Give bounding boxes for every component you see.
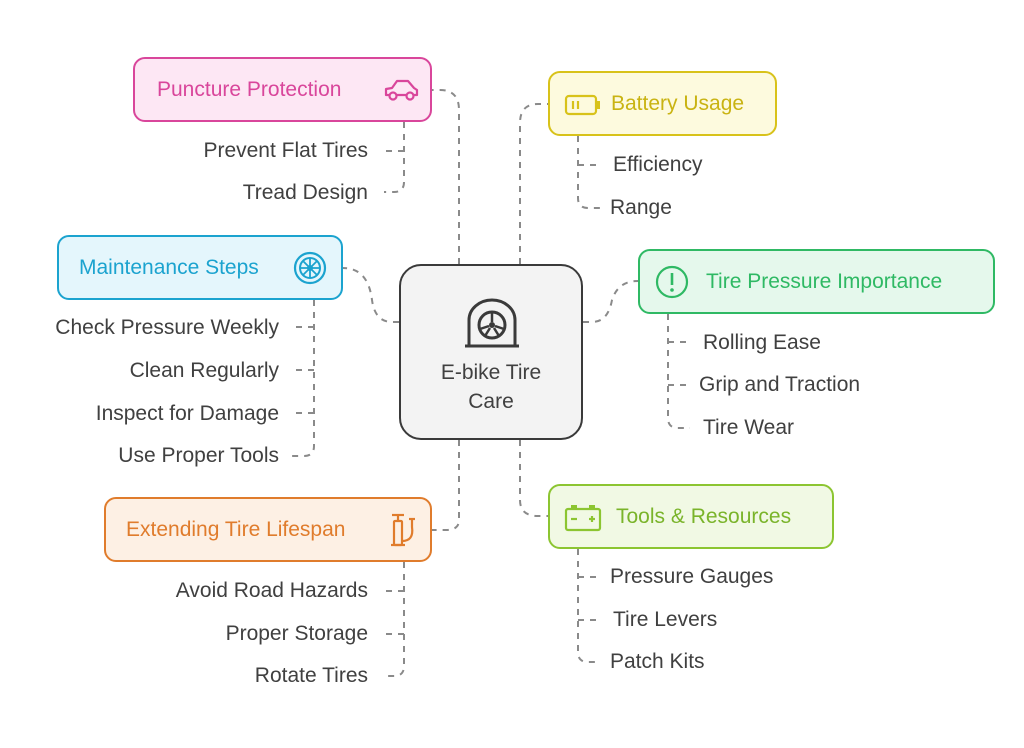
list-item: Rotate Tires [254,664,368,687]
bike-pump-icon [386,511,420,549]
list-item: Inspect for Damage [95,402,279,425]
list-item: Tire Wear [703,416,795,439]
list-item: Range [610,196,672,219]
branch-title: Puncture Protection [157,77,342,101]
branch-maintenance-steps: Maintenance Steps [57,235,343,300]
tire-icon [465,298,519,348]
branch-tools-resources: Tools & Resources [548,484,834,549]
branch-puncture-protection: Puncture Protection [133,57,432,122]
list-item: Pressure Gauges [610,565,774,588]
branch-title: Extending Tire Lifespan [126,517,346,541]
car-battery-icon [564,503,602,533]
list-item: Avoid Road Hazards [175,579,368,602]
connector-line [342,267,399,323]
branch-extending-tire-lifespan: Extending Tire Lifespan [104,497,432,562]
connector-line [583,280,639,323]
list-item: Rolling Ease [703,331,821,354]
branch-battery-usage: Battery Usage [548,71,777,136]
list-item: Patch Kits [610,650,705,673]
list-item: Proper Storage [225,622,368,645]
list-item: Tread Design [242,181,368,204]
list-item: Check Pressure Weekly [55,316,279,339]
list-item: Efficiency [613,153,703,176]
list-item: Grip and Traction [699,373,861,396]
battery-icon [564,93,602,117]
list-item: Use Proper Tools [118,444,279,467]
list-item: Prevent Flat Tires [203,139,368,162]
list-item: Clean Regularly [129,359,279,382]
wheel-icon [293,251,327,285]
connector-line [384,562,405,677]
list-item: Tire Levers [613,608,718,631]
connector-line [519,440,548,517]
exclamation-icon [654,264,690,300]
connector-line [519,103,548,264]
central-title: E-bike Tire Care [440,361,542,413]
branch-title: Maintenance Steps [79,255,259,279]
branch-title: Tire Pressure Importance [706,269,943,293]
car-icon [383,76,419,104]
connector-line [577,136,600,209]
connector-line [577,549,600,663]
connector-line [292,300,315,457]
connector-line [384,122,405,193]
branch-title: Tools & Resources [616,504,792,528]
central-node: E-bike Tire Care [399,264,583,440]
branch-title: Battery Usage [611,91,745,115]
connector-line [432,89,460,264]
connector-line [667,314,690,429]
branch-tire-pressure-importance: Tire Pressure Importance [638,249,995,314]
connector-line [432,440,460,531]
